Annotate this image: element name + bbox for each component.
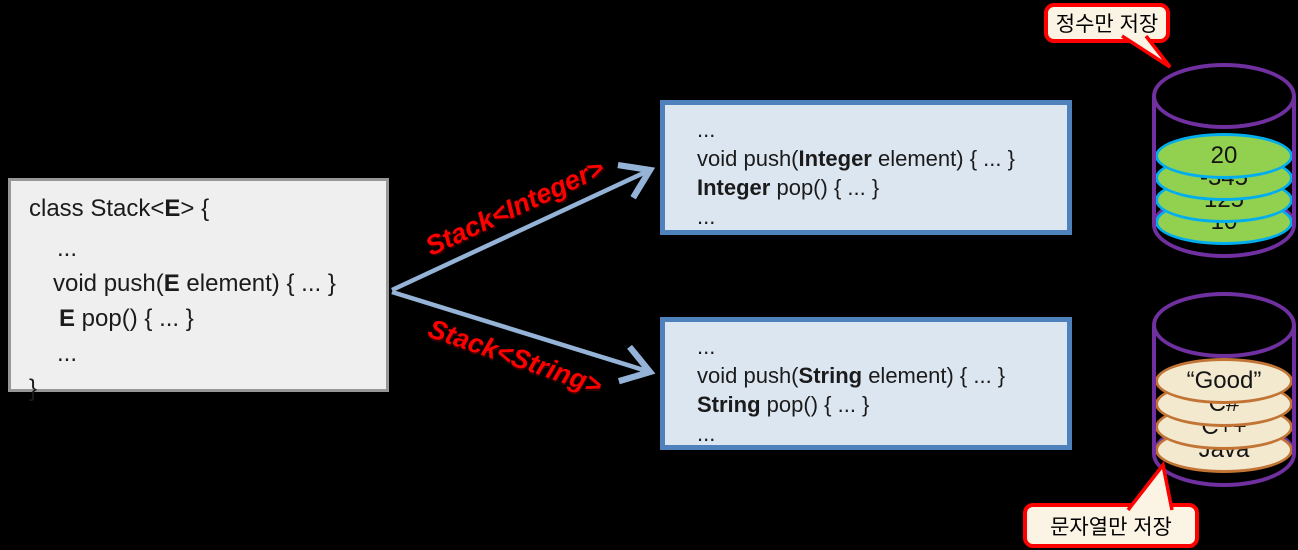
integer-stack-cylinder: 20 -345 125 10 [1152,63,1296,258]
cylinder-top-rim [1152,63,1296,129]
code-line: ... [57,235,78,262]
cylinder-side [1292,325,1296,454]
code-line: ... [697,334,716,359]
code-line: class Stack<E> { [29,195,210,222]
string-stack-cylinder: “Good” C# C++ Java [1152,292,1296,487]
cylinder-top-rim [1152,292,1296,358]
cylinder-side [1292,96,1296,225]
generic-stack-class-box: class Stack<E> { ... void push(E element… [8,178,389,402]
cylinder-side [1152,96,1156,225]
integers-only-callout: 정수만 저장 [1044,3,1170,43]
code-line: void push(E element) { ... } [53,270,336,297]
code-line: } [29,375,38,402]
cylinder-side [1152,325,1156,454]
stack-disk: “Good” [1155,358,1293,404]
disk-value: 20 [1210,142,1238,169]
integer-methods-box: ... void push(Integer element) { ... } I… [660,100,1072,235]
disk-value: “Good” [1186,367,1262,394]
string-methods-box: ... void push(String element) { ... } St… [660,317,1072,450]
code-line: Integer pop() { ... } [697,175,880,200]
callout-text: 정수만 저장 [1055,13,1159,36]
code-line: ... [697,117,716,142]
callout-text: 문자열만 저장 [1050,515,1172,539]
code-line: ... [57,340,78,367]
code-line: String pop() { ... } [697,392,870,417]
stack-string-arrow-label: Stack<String> [424,313,606,401]
code-line: E pop() { ... } [59,305,194,332]
code-line: ... [697,421,716,446]
stack-integer-arrow-label: Stack<Integer> [420,152,609,262]
stack-disk: 20 [1155,133,1293,179]
strings-only-callout: 문자열만 저장 [1023,503,1199,548]
code-line: void push(String element) { ... } [697,363,1006,388]
code-line: void push(Integer element) { ... } [697,146,1015,171]
code-line: ... [697,204,716,229]
